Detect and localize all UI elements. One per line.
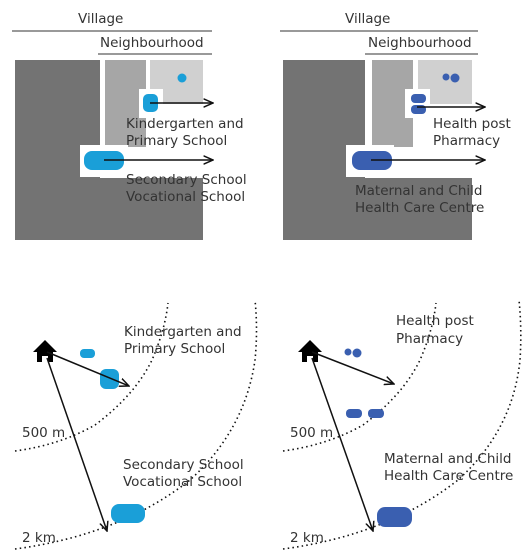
primary-school-marker-far: [100, 369, 119, 389]
health-post-dot-large: [352, 348, 362, 358]
secondary-school-marker: [111, 504, 145, 523]
facility-label-primary-line2: Primary School: [126, 133, 228, 149]
radius-label-2km: 2 km: [290, 530, 324, 546]
block-bottom-wide: [15, 178, 203, 240]
catchment-ring-500m: [14, 302, 169, 452]
facility-label-secondary-line1: Secondary School: [123, 457, 244, 473]
catchment-ring-2km: [14, 299, 258, 550]
village-label: Village: [78, 11, 124, 27]
health-post-marker-far: [346, 409, 362, 418]
panel-bottom-right-catchment: [282, 299, 522, 550]
arrow-house-to-primary: [46, 351, 129, 386]
facility-label-secondary-line2: Vocational School: [126, 189, 246, 205]
health-post-marker: [411, 94, 426, 103]
arrow-house-to-secondary: [46, 357, 107, 531]
primary-school-marker: [80, 349, 95, 358]
panel-bottom-left-catchment: [14, 299, 258, 550]
radius-label-2km: 2 km: [22, 530, 56, 546]
facility-label-secondary-line1: Secondary School: [126, 172, 247, 188]
facility-label-mch-line1: Maternal and Child: [355, 183, 483, 199]
facility-label-primary-line2: Primary School: [124, 341, 226, 357]
radius-label-500m: 500 m: [290, 425, 334, 441]
house-icon: [298, 340, 322, 362]
facility-label-health-post: Health post: [433, 116, 511, 132]
neighbourhood-dot-large: [450, 73, 460, 83]
village-label: Village: [345, 11, 391, 27]
house-icon: [33, 340, 57, 362]
panel-top-left-village-map: [12, 30, 213, 240]
facility-label-primary-line1: Kindergarten and: [126, 116, 244, 132]
catchment-ring-500m: [282, 302, 437, 452]
facility-label-mch-line2: Health Care Centre: [355, 200, 485, 216]
facility-label-pharmacy: Pharmacy: [396, 331, 464, 347]
health-post-dot-small: [344, 348, 352, 356]
neighbourhood-label: Neighbourhood: [100, 35, 204, 51]
arrow-house-to-mch: [311, 357, 373, 531]
facility-label-pharmacy: Pharmacy: [433, 133, 501, 149]
arrow-house-to-health-post: [311, 351, 394, 384]
neighbourhood-facility-dot: [177, 73, 187, 83]
catchment-ring-2km: [282, 299, 522, 550]
radius-label-500m: 500 m: [22, 425, 66, 441]
pharmacy-marker-far: [368, 409, 384, 418]
mch-centre-marker: [377, 507, 412, 527]
facility-label-primary-line1: Kindergarten and: [124, 324, 242, 340]
facility-label-secondary-line2: Vocational School: [123, 474, 243, 490]
facility-label-mch-line2: Health Care Centre: [384, 468, 514, 484]
neighbourhood-dot-small: [442, 73, 450, 81]
facility-label-mch-line1: Maternal and Child: [384, 451, 512, 467]
panel-top-right-village-map: [280, 30, 485, 240]
neighbourhood-label: Neighbourhood: [368, 35, 472, 51]
facility-label-health-post: Health post: [396, 313, 474, 329]
block-bottom-wide: [283, 178, 472, 240]
